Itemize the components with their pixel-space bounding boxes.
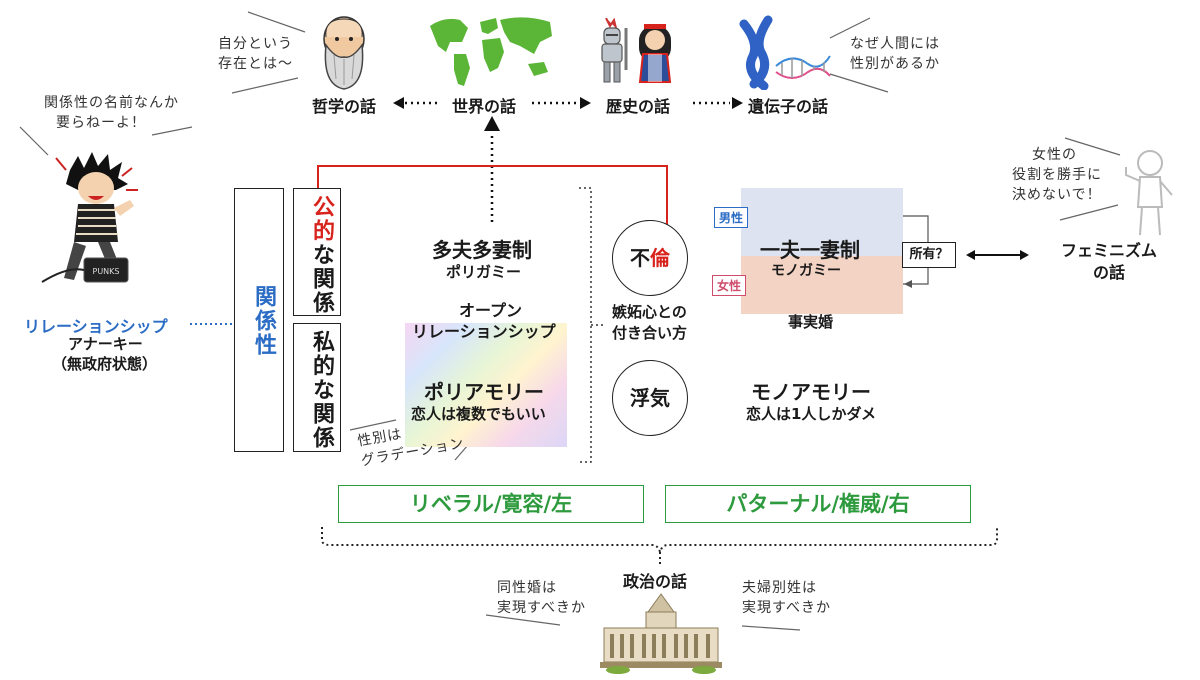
arrow-right-head-2: [732, 97, 743, 109]
punk-rocker-icon: PUNKS: [41, 152, 138, 283]
cheating-circle[interactable]: 浮気: [612, 360, 688, 436]
princess-icon: [638, 24, 672, 83]
topic-genetics[interactable]: 遺伝子の話: [748, 97, 829, 116]
polygamy-title: 多夫多妻制: [432, 238, 532, 262]
topic-world[interactable]: 世界の話: [452, 97, 517, 116]
dna-bubble: なぜ人間には 性別があるか: [850, 36, 940, 72]
rainbow-gradient-area: [405, 323, 567, 447]
relationship-anarchy-label-1: リレーションシップ: [24, 317, 168, 336]
parliament-building-icon: [600, 593, 722, 674]
same-sex-bubble: 同性婚は 実現すべきか: [497, 580, 587, 616]
female-area: [741, 256, 903, 314]
philosopher-bubble: 自分という 存在とは〜: [218, 36, 293, 72]
dotted-bracket: [579, 187, 605, 463]
monogamy-kana: モノガミー: [771, 263, 841, 279]
arrow-right-head: [580, 97, 591, 109]
liberal-box[interactable]: リベラル/寛容/左: [338, 485, 644, 523]
anarchy-sub-label: （無政府状態）: [52, 355, 158, 373]
red-link-line: [317, 165, 668, 235]
politics-topic[interactable]: 政治の話: [623, 572, 688, 591]
paternal-box[interactable]: パターナル/権威/右: [665, 485, 971, 523]
polygamy-kana: ポリガミー: [446, 263, 522, 281]
private-relationship-box[interactable]: 私的な関係: [293, 323, 341, 452]
ownership-box[interactable]: 所有？: [902, 242, 956, 268]
male-area: [741, 188, 903, 256]
dna-icon: [739, 15, 831, 90]
jealousy-label: 嫉妬心との 付き合い方: [612, 303, 688, 342]
feminism-topic[interactable]: フェミニズム の話: [1060, 241, 1157, 282]
public-relationship-box[interactable]: 公的な関係: [293, 188, 341, 316]
de-facto-marriage: 事実婚: [788, 313, 834, 331]
topic-philosophy[interactable]: 哲学の話: [312, 97, 377, 116]
philosopher-icon: [323, 16, 365, 90]
open-relationship-1: オープン: [459, 301, 523, 320]
affair-circle[interactable]: 不倫: [612, 220, 688, 296]
politics-brace: [321, 527, 998, 556]
topic-history[interactable]: 歴史の話: [606, 97, 671, 116]
anarchy-label: アナーキー: [68, 335, 143, 353]
monoamory-sub: 恋人は1人しかダメ: [746, 405, 876, 423]
world-map-icon: [430, 17, 552, 86]
feminist-bubble: 女性の 役割を勝手に 決めないで！: [1012, 147, 1102, 203]
arrow-left-head: [393, 97, 404, 109]
knight-icon: [601, 18, 628, 83]
relationship-box: 関係性: [234, 188, 284, 452]
monoamory-title: モノアモリー: [751, 380, 871, 404]
amp-label: PUNKS: [93, 267, 120, 276]
polyamory-title: ポリアモリー: [424, 380, 544, 404]
arrow-up-head: [484, 116, 500, 131]
polyamory-sub: 恋人は複数でもいい: [411, 405, 546, 423]
surname-bubble: 夫婦別姓は 実現すべきか: [742, 580, 832, 616]
male-tag: 男性: [714, 207, 749, 228]
stick-figure-icon: [1125, 150, 1173, 236]
female-tag: 女性: [712, 275, 747, 296]
open-relationship-2: リレーションシップ: [412, 322, 556, 341]
punk-bubble: 関係性の名前なんか 要らねーよ！: [44, 95, 179, 131]
monogamy-title: 一夫一妻制: [760, 238, 860, 262]
